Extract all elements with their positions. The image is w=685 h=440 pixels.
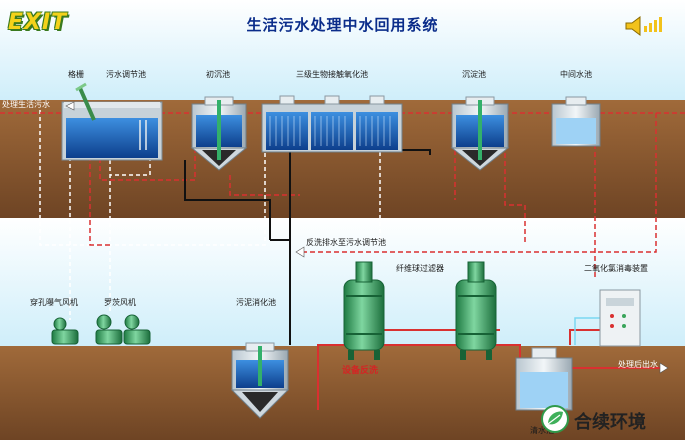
grille-screen [75, 82, 96, 121]
bio-contact-oxidation-tank [261, 95, 403, 153]
secondary-settling-tank [450, 96, 510, 171]
label-secondary-settling-tank: 沉淀池 [462, 70, 486, 79]
exit-label: EXIT [8, 10, 68, 35]
label-domestic-sewage-inlet: 处理生活污水 [2, 100, 50, 109]
roots-blower-1 [95, 314, 123, 345]
label-primary-settling-tank: 初沉池 [206, 70, 230, 79]
perforated-aeration-fan [51, 317, 79, 345]
clear-water-tank [515, 347, 573, 411]
label-equipment-backwash: 设备反洗 [342, 366, 379, 376]
sewage-regulating-tank [61, 101, 163, 161]
roots-blower-2 [123, 314, 151, 345]
speaker-icon [625, 16, 662, 36]
intermediate-water-tank [551, 96, 601, 147]
label-sewage-regulating-tank: 污水调节池 [106, 70, 146, 79]
label-roots-blower: 罗茨风机 [104, 298, 136, 307]
brand-name: 合续环境 [574, 412, 646, 433]
sludge-digestion-tank [230, 342, 290, 419]
label-chlorine-dioxide-disinfector: 二氧化氯消毒装置 [584, 264, 648, 273]
label-clear-water-tank: 清水池 [530, 426, 554, 435]
label-perforated-aeration-fan: 穿孔曝气风机 [30, 298, 78, 307]
label-grille: 格栅 [68, 70, 84, 79]
disinfect-pipe [574, 317, 600, 345]
label-intermediate-water-tank: 中间水池 [560, 70, 592, 79]
sound-toggle-button[interactable] [624, 14, 668, 38]
middle-sky-band [0, 218, 685, 346]
leaf-logo-icon [541, 405, 569, 433]
exit-button[interactable]: EXIT [8, 10, 78, 36]
label-treated-water-out: 处理后出水 [618, 360, 658, 369]
chlorine-dioxide-disinfector [599, 289, 641, 347]
flow-arrows [65, 101, 669, 374]
label-fiber-ball-filter: 纤维球过滤器 [396, 264, 444, 273]
label-bio-contact-oxidation-tank: 三级生物接触氧化池 [296, 70, 368, 79]
sky-band [0, 0, 685, 100]
label-sludge-digestion-tank: 污泥消化池 [236, 298, 276, 307]
fiber-ball-filter-1 [343, 261, 385, 360]
label-backwash-return: 反洗排水至污水调节池 [306, 238, 386, 247]
primary-settling-tank [190, 96, 248, 171]
fiber-ball-filter-2 [455, 261, 497, 360]
page-title: 生活污水处理中水回用系统 [246, 16, 439, 34]
